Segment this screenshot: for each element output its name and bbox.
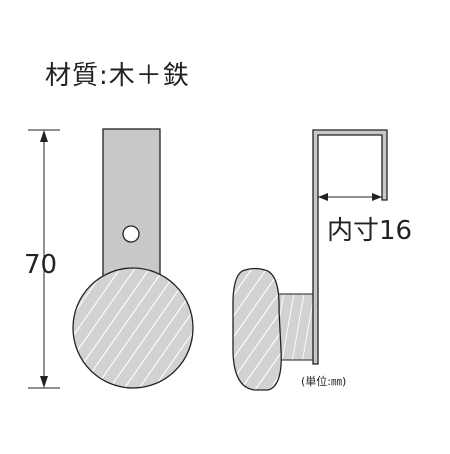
- metal-hook: [312, 129, 388, 365]
- side-wood-knob: [232, 267, 282, 391]
- unit-note: (単位:㎜): [301, 375, 347, 388]
- inner-size-label: 内寸16: [327, 216, 413, 246]
- side-view: [232, 129, 388, 391]
- metal-strip: [102, 128, 161, 288]
- front-view: [72, 128, 194, 389]
- front-wood-knob: [72, 267, 194, 389]
- inner-dimension: [318, 193, 382, 201]
- material-label: 材質:木＋鉄: [45, 61, 190, 91]
- screw-hole: [122, 225, 140, 243]
- height-dimension-label: 70: [24, 250, 58, 280]
- height-dimension: [28, 129, 60, 389]
